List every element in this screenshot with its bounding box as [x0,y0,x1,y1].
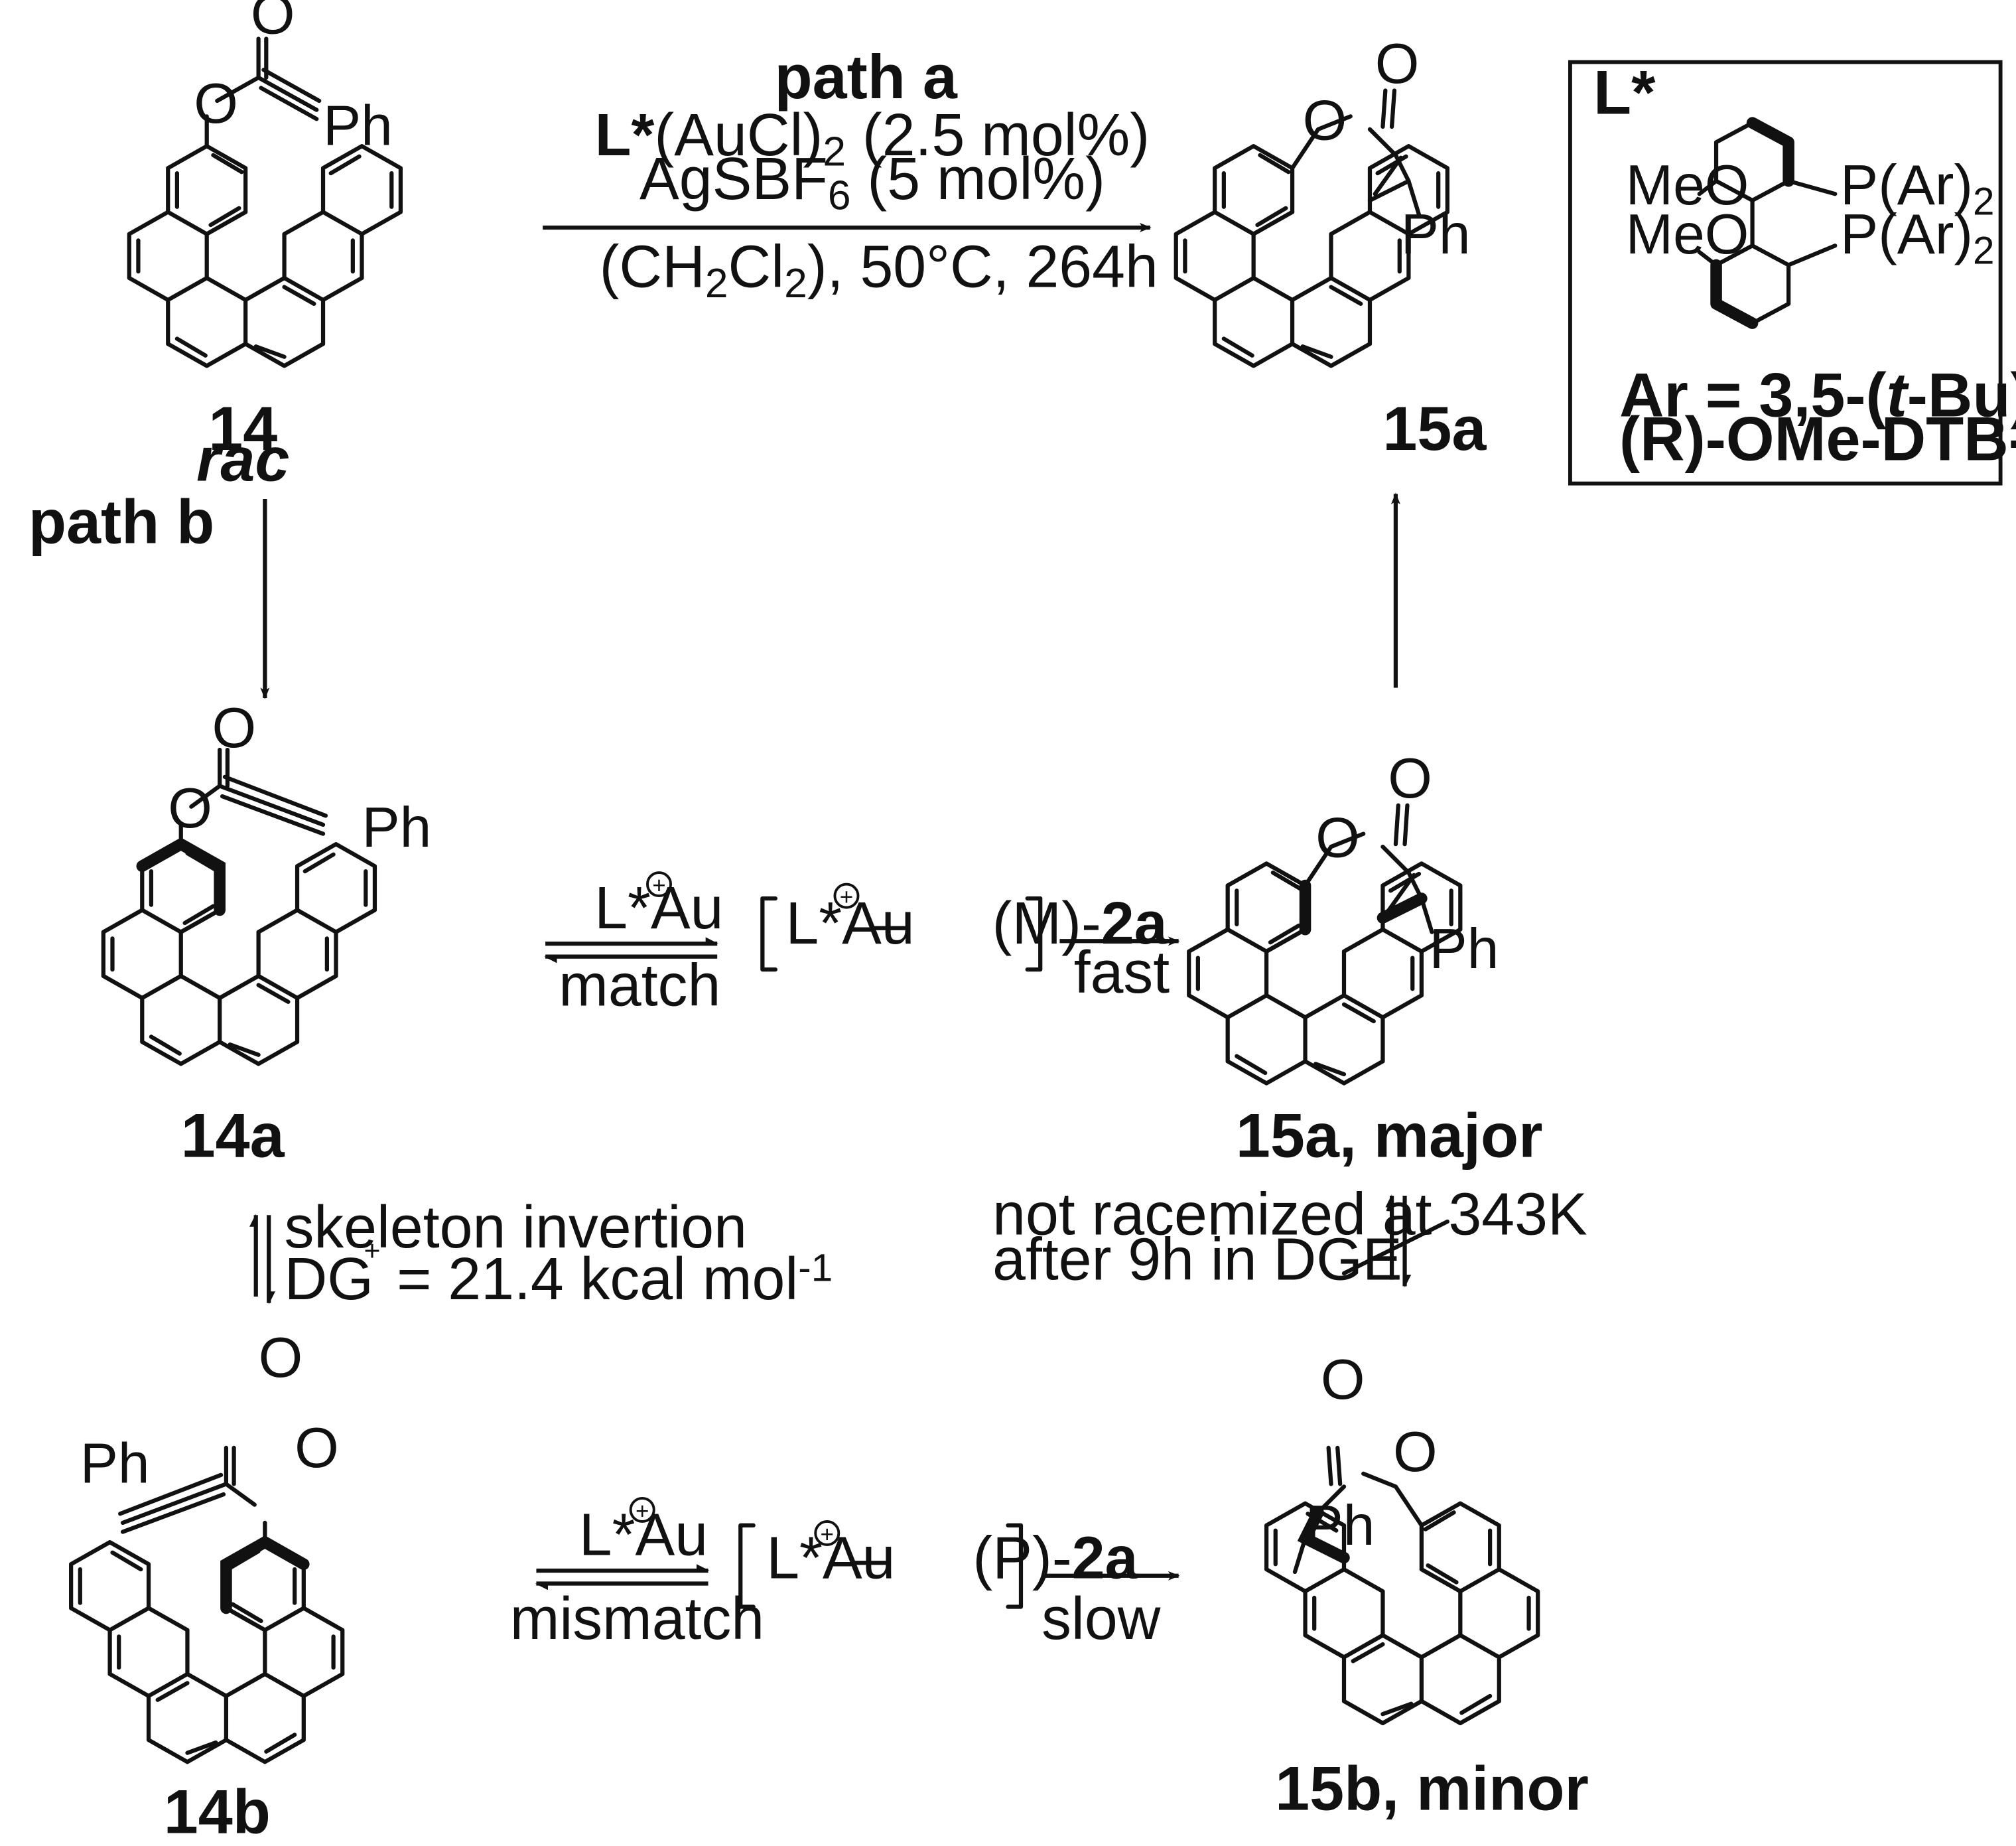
lactone-oxygen-15b: O [1393,1420,1438,1484]
path-a-silver-salt: AgSBF6 (5 mol%) [639,145,1105,219]
phenyl-label: Ph [362,796,431,859]
path-a-catalyst: L*(AuCl)2 (2.5 mol%) [595,102,1150,175]
racemization-line1: not racemized at 343K [992,1180,1587,1247]
mismatch-intermediate-charge-sign: + [821,1522,834,1547]
inversion-ddagger: + [364,1235,381,1267]
ester-oxygen: O [194,72,238,135]
lactone-carbonyl-oxygen: O [1375,32,1420,96]
match-intermediate-charge [833,883,860,909]
phenyl-label: Ph [1401,202,1471,266]
compound-14-rac: rac [196,425,289,494]
match-bracket-left [760,896,777,972]
match-reagent-charge-sign: + [652,873,665,898]
compound-15a-major-label: 15a, major [1236,1101,1543,1171]
methoxy-label-1: MeO [1626,153,1749,217]
racemization-blocked [1341,1219,1449,1276]
path-b-title: path b [29,486,214,556]
phenyl-label: Ph [323,94,393,157]
methoxy-label-2: MeO [1626,202,1749,266]
compound-14b-label: 14b [164,1776,271,1846]
inversion-line1: skeleton invertion [285,1194,747,1260]
ester-oxygen-14b: O [295,1416,339,1480]
ligand-structure: L* MeO MeO P(Ar)2 P(Ar)2 Ar = 3,5-(t-Bu)… [1593,58,2016,474]
compound-15a-major-structure: O O Ph [1189,746,1499,1084]
match-intermediate-charge-sign: + [840,885,853,910]
racemization-line2: after 9h in DGE [992,1226,1402,1293]
phosphine-label-2: P(Ar)2 [1840,202,1994,273]
compound-15b-minor-structure [1266,1445,1538,1723]
ligand-ar-definition: Ar = 3,5-(t-Bu)2C6H3 [1619,360,2016,435]
compound-15a-top-structure: O O Ph [1176,32,1471,366]
match-reagent: L*Au [594,875,723,941]
slow-label: slow [1042,1585,1161,1652]
lactone-carbonyl-oxygen: O [1388,746,1432,810]
path-a-title: path a [775,42,958,111]
compound-14a-structure: O O Ph [103,696,431,1064]
mismatch-intermediate-charge [814,1520,840,1546]
compound-15a-top-label: 15a [1382,393,1487,463]
ligand-name: (R)-OMe-DTB-BIPHEP [1619,404,2016,474]
match-intermediate: L*Au(M)-2a [785,890,1168,956]
fast-label: fast [1074,939,1170,1005]
compound-14-structure: O O Ph [129,0,401,366]
match-condition: match [559,952,720,1019]
phenyl-label-15b: Ph [1306,1494,1375,1557]
match-reagent-charge [646,871,672,898]
mismatch-reagent-charge-sign: + [636,1498,649,1524]
match-bracket-right [1025,896,1043,972]
lactone-carbonyl-oxygen-15b: O [1321,1348,1365,1411]
mismatch-reagent: L*Au [579,1502,708,1568]
carbonyl-oxygen: O [251,0,295,46]
lactone-oxygen: O [1315,806,1360,870]
ligand-box [1568,60,2003,486]
carbonyl-oxygen-14b: O [259,1326,303,1389]
ligand-title: L* [1593,58,1656,127]
mismatch-bracket-left [738,1523,756,1609]
mismatch-bracket-right [1006,1523,1024,1609]
lactone-oxygen: O [1303,88,1347,152]
path-a-conditions: (CH2Cl2), 50°C, 264h [600,234,1158,307]
ester-oxygen: O [168,776,212,840]
carbonyl-oxygen: O [212,696,256,760]
compound-14-label: 14 [208,393,277,463]
compound-14a-label: 14a [181,1101,285,1171]
compound-14b-structure [71,1445,342,1762]
mismatch-intermediate: L*Au(P)-2a [766,1525,1138,1591]
mismatch-reagent-charge [629,1496,655,1523]
phenyl-label-14b: Ph [80,1432,150,1496]
mismatch-condition: mismatch [510,1585,764,1652]
phosphine-label-1: P(Ar)2 [1840,153,1994,224]
compound-15b-minor-label: 15b, minor [1275,1753,1589,1823]
inversion-line2: DG= 21.4 kcal mol-1 [285,1245,833,1312]
phenyl-label: Ph [1430,917,1499,981]
